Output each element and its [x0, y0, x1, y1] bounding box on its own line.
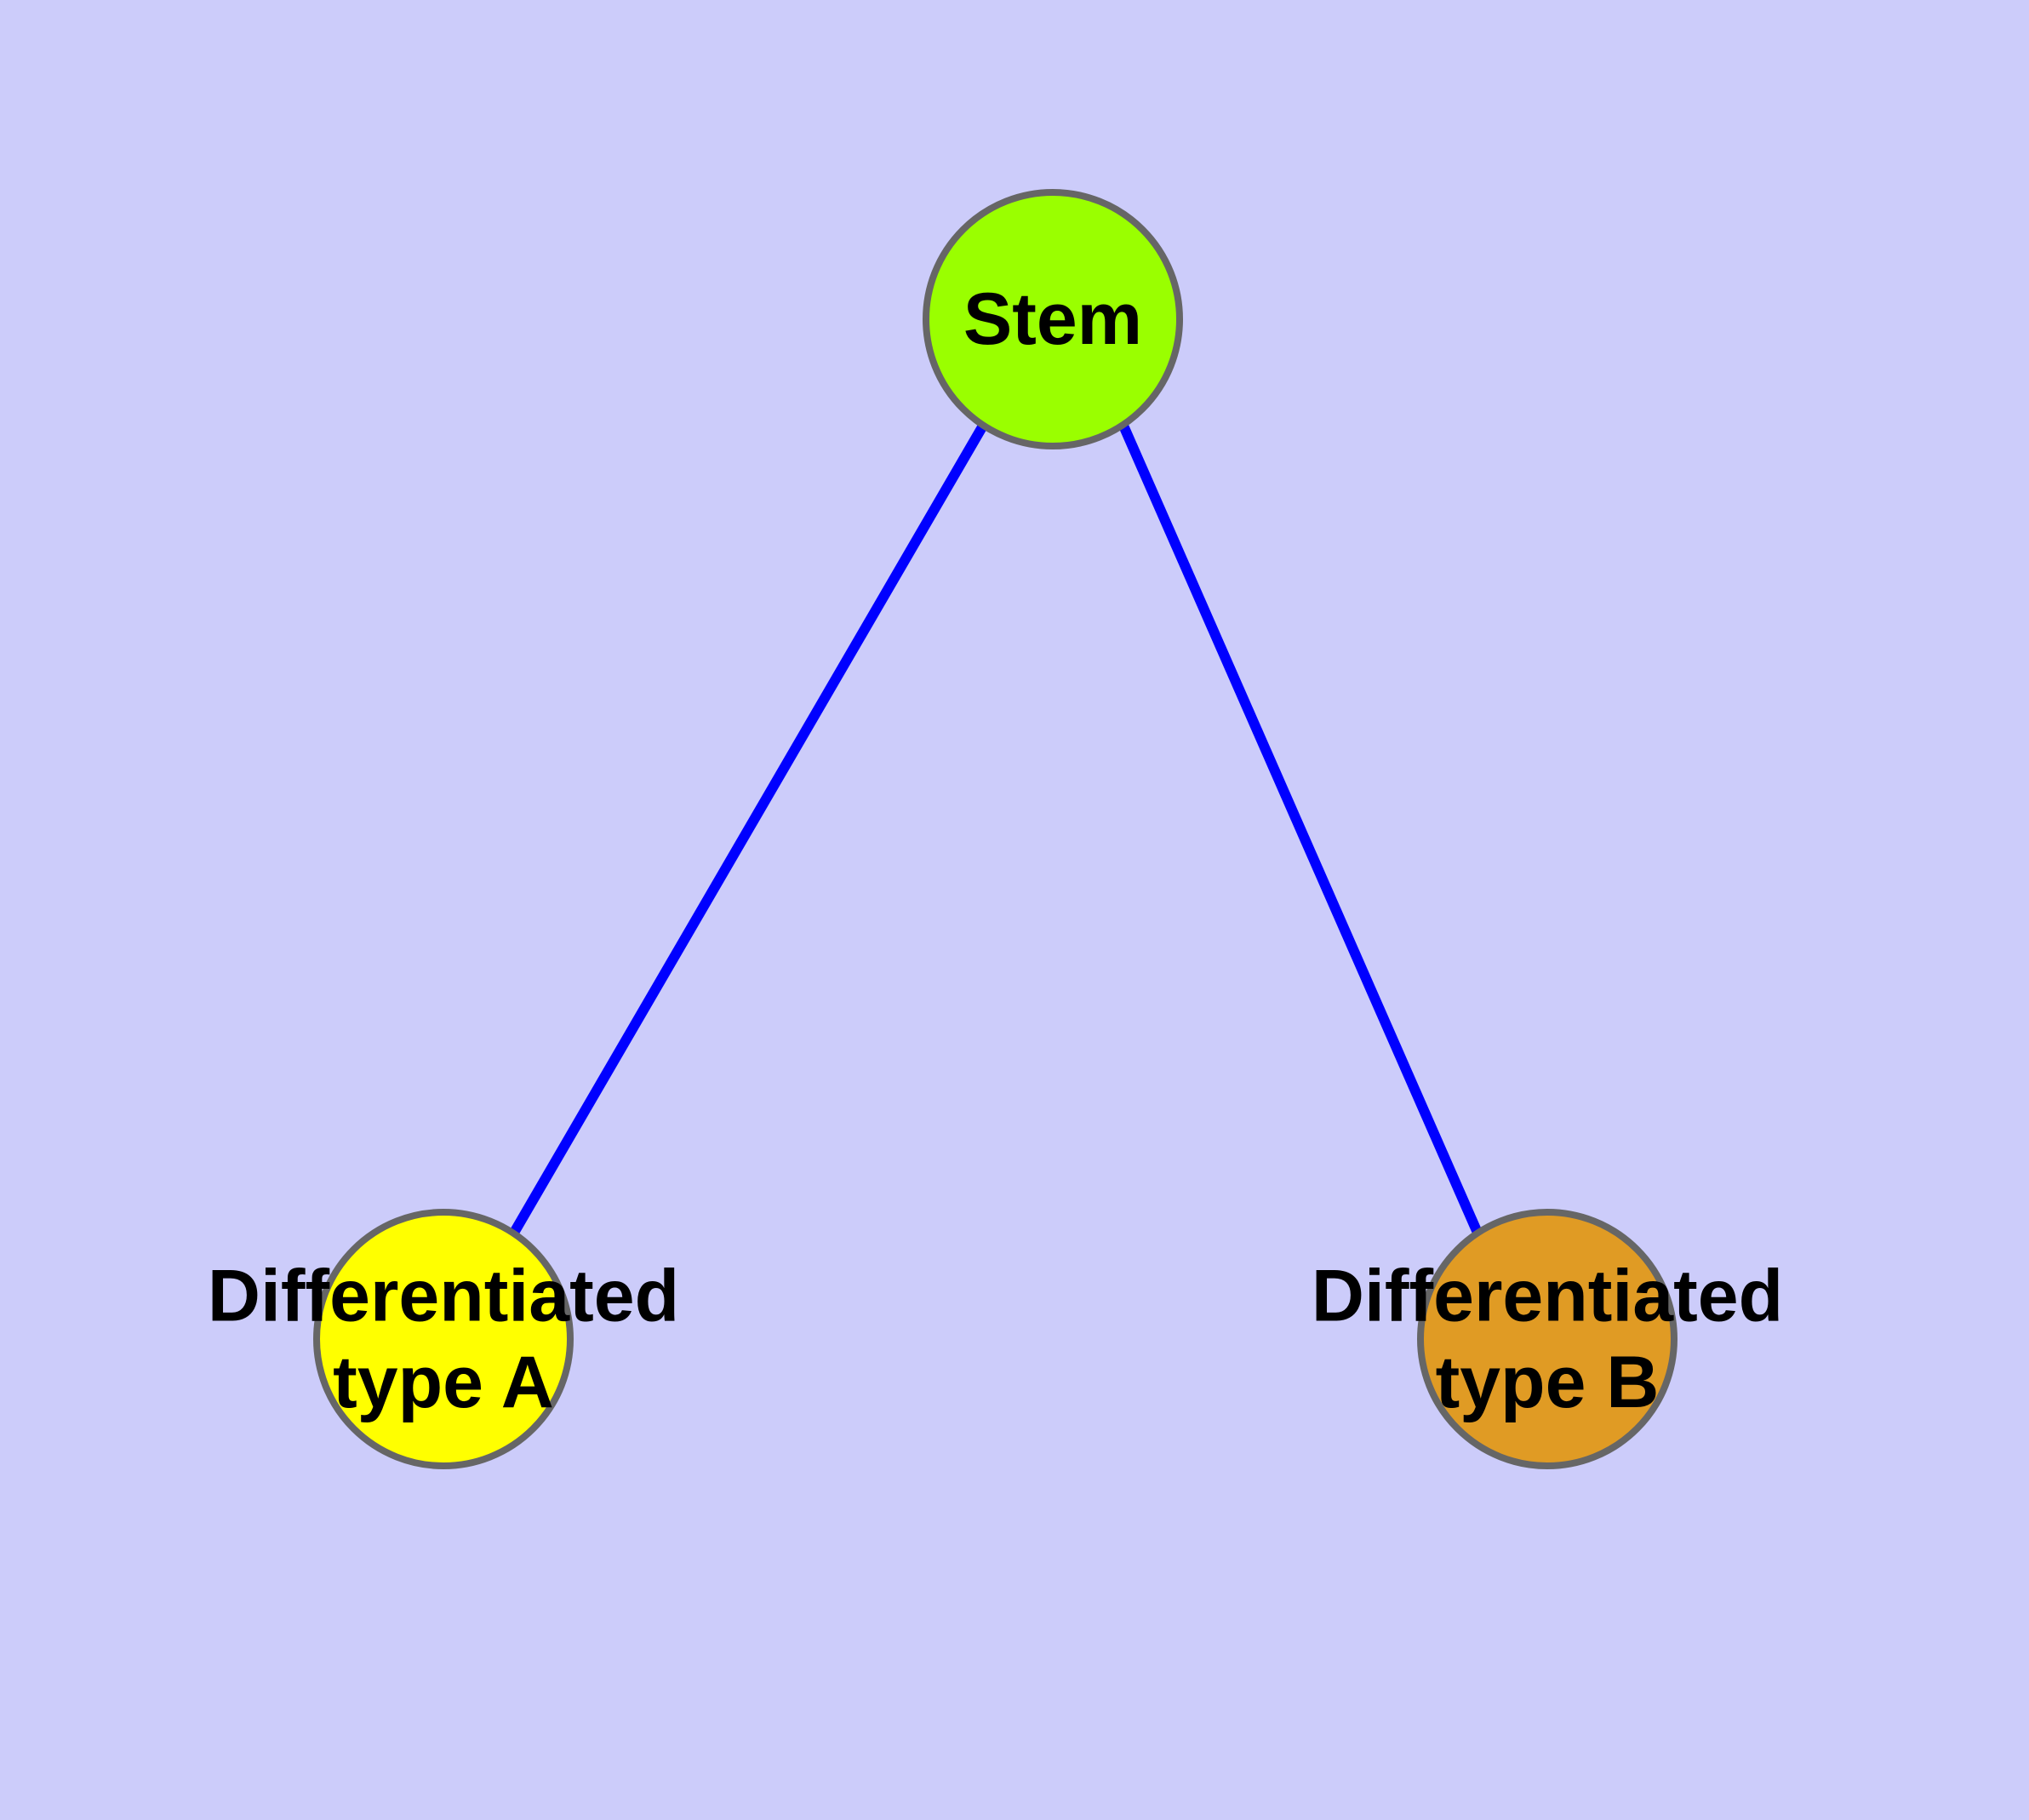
node-label-stem: Stem	[963, 278, 1142, 360]
edge-layer	[509, 422, 1483, 1236]
node-label-line: Differentiated	[208, 1256, 679, 1337]
node-label-line: Differentiated	[1312, 1256, 1783, 1337]
graph-node-diff_a[interactable]	[313, 1209, 574, 1469]
node-label-line: type A	[333, 1342, 554, 1423]
graph-node-stem[interactable]	[923, 189, 1183, 449]
node-layer	[313, 189, 1677, 1469]
node-label-line: type B	[1436, 1342, 1660, 1423]
graph-edge-stem-to-diff-a	[509, 422, 988, 1236]
graph-node-diff_b[interactable]	[1417, 1209, 1677, 1469]
graph-edge-stem-to-diff-b	[1118, 423, 1483, 1235]
node-label-line: Stem	[963, 278, 1142, 360]
